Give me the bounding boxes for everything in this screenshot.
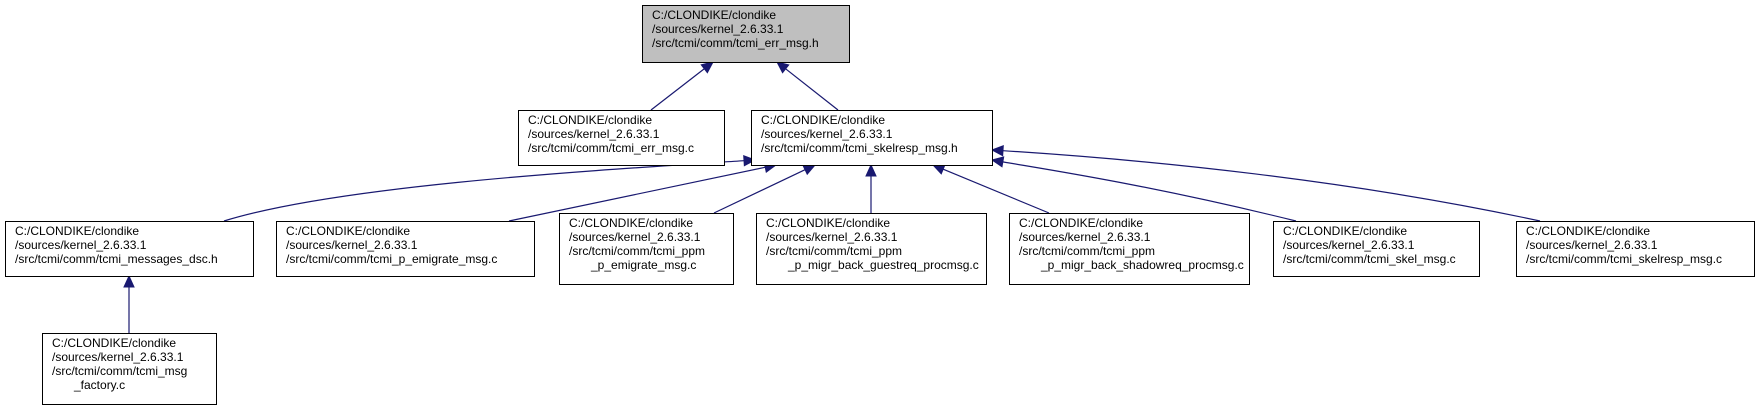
node-label-line: /sources/kernel_2.6.33.1	[652, 22, 784, 36]
node-label-line: /sources/kernel_2.6.33.1	[1526, 238, 1658, 252]
node-label-line: /sources/kernel_2.6.33.1	[761, 127, 893, 141]
node-label-line: /src/tcmi/comm/tcmi_skelresp_msg.h	[761, 141, 958, 155]
node-label-line: /src/tcmi/comm/tcmi_skelresp_msg.c	[1526, 252, 1722, 266]
node-box	[276, 221, 535, 277]
node-msg_factory_c[interactable]: C:/CLONDIKE/clondike/sources/kernel_2.6.…	[42, 333, 217, 405]
edge-skelresp_msg_h-to-err_msg_h	[785, 68, 839, 111]
arrowhead-skelresp_msg_c-to-skelresp_msg_h	[990, 144, 1004, 157]
node-label-line: /src/tcmi/comm/tcmi_p_emigrate_msg.c	[286, 252, 497, 266]
node-label-line: /src/tcmi/comm/tcmi_err_msg.c	[528, 141, 694, 155]
arrowhead-skel_msg_c-to-skelresp_msg_h	[990, 156, 1005, 168]
node-label-line: /src/tcmi/comm/tcmi_err_msg.h	[652, 36, 819, 50]
node-label-line: /sources/kernel_2.6.33.1	[286, 238, 418, 252]
node-box	[518, 110, 725, 166]
node-label-line: /sources/kernel_2.6.33.1	[15, 238, 147, 252]
node-skelresp_msg_h[interactable]: C:/CLONDIKE/clondike/sources/kernel_2.6.…	[751, 110, 993, 166]
node-label-line: /sources/kernel_2.6.33.1	[52, 350, 184, 364]
arrowhead-skelresp_msg_h-to-err_msg_h	[776, 61, 790, 74]
edge-messages_dsc_h-to-skelresp_msg_h	[223, 160, 745, 222]
node-ppm_p_emigrate_msg_c[interactable]: C:/CLONDIKE/clondike/sources/kernel_2.6.…	[559, 213, 734, 285]
node-ppm_p_migr_back_guestreq_c[interactable]: C:/CLONDIKE/clondike/sources/kernel_2.6.…	[756, 213, 987, 285]
node-box	[756, 213, 987, 285]
node-label-line: C:/CLONDIKE/clondike	[1283, 224, 1407, 238]
edge-err_msg_c-to-err_msg_h	[650, 68, 705, 111]
node-err_msg_c[interactable]: C:/CLONDIKE/clondike/sources/kernel_2.6.…	[518, 110, 725, 166]
node-box	[559, 213, 734, 285]
node-label-line: C:/CLONDIKE/clondike	[569, 216, 693, 230]
node-label-line: /sources/kernel_2.6.33.1	[766, 230, 898, 244]
node-label-line: _p_emigrate_msg.c	[590, 258, 696, 272]
node-label-line: /src/tcmi/comm/tcmi_ppm	[766, 244, 902, 258]
node-label-line: /sources/kernel_2.6.33.1	[528, 127, 660, 141]
node-label-line: C:/CLONDIKE/clondike	[766, 216, 890, 230]
node-ppm_p_migr_back_shadowreq_c[interactable]: C:/CLONDIKE/clondike/sources/kernel_2.6.…	[1009, 213, 1250, 285]
node-skel_msg_c[interactable]: C:/CLONDIKE/clondike/sources/kernel_2.6.…	[1273, 221, 1480, 277]
node-box	[751, 110, 993, 166]
node-box	[42, 333, 217, 405]
edge-p_emigrate_msg_c-to-skelresp_msg_h	[508, 166, 766, 222]
arrowhead-err_msg_c-to-err_msg_h	[700, 61, 714, 74]
node-label-line: C:/CLONDIKE/clondike	[52, 336, 176, 350]
node-label-line: C:/CLONDIKE/clondike	[761, 113, 885, 127]
node-label-line: C:/CLONDIKE/clondike	[1019, 216, 1143, 230]
node-label-line: C:/CLONDIKE/clondike	[652, 8, 776, 22]
node-label-line: _factory.c	[73, 378, 125, 392]
node-box	[642, 5, 850, 63]
edge-skelresp_msg_c-to-skelresp_msg_h	[1002, 150, 1541, 222]
node-label-line: C:/CLONDIKE/clondike	[15, 224, 139, 238]
node-label-line: /src/tcmi/comm/tcmi_skel_msg.c	[1283, 252, 1456, 266]
arrowhead-messages_dsc_h-to-skelresp_msg_h	[743, 154, 757, 167]
node-label-line: /sources/kernel_2.6.33.1	[1019, 230, 1151, 244]
edges-layer	[123, 61, 1541, 333]
node-p_emigrate_msg_c[interactable]: C:/CLONDIKE/clondike/sources/kernel_2.6.…	[276, 221, 535, 277]
arrowhead-ppm_p_migr_back_guestreq_c-to-skelresp_msg_h	[865, 163, 877, 177]
node-label-line: /sources/kernel_2.6.33.1	[569, 230, 701, 244]
node-label-line: /src/tcmi/comm/tcmi_messages_dsc.h	[15, 252, 218, 266]
node-label-line: /sources/kernel_2.6.33.1	[1283, 238, 1415, 252]
arrowhead-msg_factory_c-to-messages_dsc_h	[123, 274, 135, 288]
edge-ppm_p_migr_back_shadowreq_c-to-skelresp_msg_h	[942, 168, 1050, 214]
node-label-line: C:/CLONDIKE/clondike	[1526, 224, 1650, 238]
node-err_msg_h[interactable]: C:/CLONDIKE/clondike/sources/kernel_2.6.…	[642, 5, 850, 63]
node-label-line: /src/tcmi/comm/tcmi_msg	[52, 364, 187, 378]
node-box	[1273, 221, 1480, 277]
node-label-line: C:/CLONDIKE/clondike	[286, 224, 410, 238]
node-label-line: _p_migr_back_guestreq_procmsg.c	[787, 258, 979, 272]
node-box	[5, 221, 254, 277]
arrowhead-ppm_p_emigrate_msg_c-to-skelresp_msg_h	[802, 164, 817, 176]
edge-ppm_p_emigrate_msg_c-to-skelresp_msg_h	[713, 169, 806, 214]
edge-skel_msg_c-to-skelresp_msg_h	[1002, 161, 1297, 222]
node-box	[1009, 213, 1250, 285]
node-box	[1516, 221, 1755, 277]
node-label-line: C:/CLONDIKE/clondike	[528, 113, 652, 127]
node-label-line: /src/tcmi/comm/tcmi_ppm	[1019, 244, 1155, 258]
nodes-layer: C:/CLONDIKE/clondike/sources/kernel_2.6.…	[5, 5, 1755, 405]
node-skelresp_msg_c[interactable]: C:/CLONDIKE/clondike/sources/kernel_2.6.…	[1516, 221, 1755, 277]
node-messages_dsc_h[interactable]: C:/CLONDIKE/clondike/sources/kernel_2.6.…	[5, 221, 254, 277]
node-label-line: _p_migr_back_shadowreq_procmsg.c	[1040, 258, 1244, 272]
node-label-line: /src/tcmi/comm/tcmi_ppm	[569, 244, 705, 258]
